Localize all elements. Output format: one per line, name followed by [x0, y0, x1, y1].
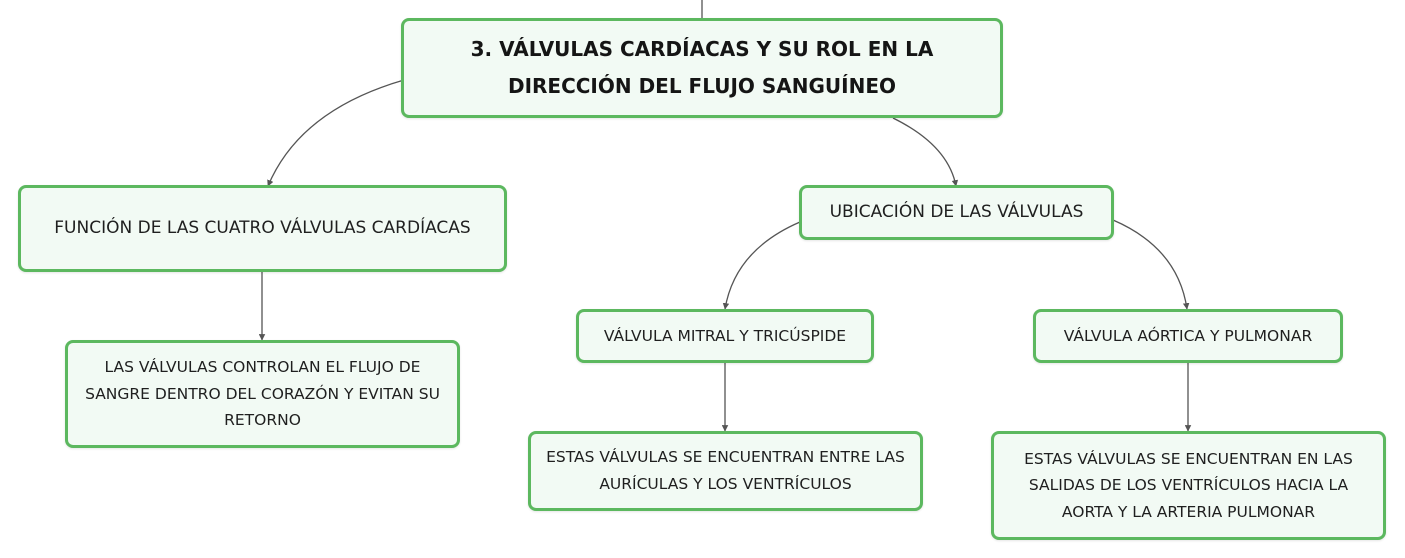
aortica-pulmonar-label: VÁLVULA AÓRTICA Y PULMONAR [1063, 326, 1313, 345]
ubicacion-topic-label: UBICACIÓN DE LAS VÁLVULAS [829, 201, 1084, 222]
aortica-pulmonar-detail-label: ESTAS VÁLVULAS SE ENCUENTRAN EN LAS SALI… [1024, 449, 1353, 521]
connector-ubicacion-mitral [722, 221, 801, 310]
mitral-tricuspide-label: VÁLVULA MITRAL Y TRICÚSPIDE [603, 326, 847, 345]
connector-root-funcion [267, 79, 405, 187]
connector-ubicacion-aortica [1112, 219, 1190, 310]
aortica-pulmonar-detail-node[interactable]: ESTAS VÁLVULAS SE ENCUENTRAN EN LAS SALI… [991, 431, 1386, 540]
funcion-topic-node[interactable]: FUNCIÓN DE LAS CUATRO VÁLVULAS CARDÍACAS [18, 185, 507, 272]
funcion-topic-label: FUNCIÓN DE LAS CUATRO VÁLVULAS CARDÍACAS [54, 217, 471, 238]
mitral-tricuspide-detail-label: ESTAS VÁLVULAS SE ENCUENTRAN ENTRE LAS A… [546, 448, 905, 493]
connector-root-ubicacion [892, 117, 959, 187]
funcion-detail-label: LAS VÁLVULAS CONTROLAN EL FLUJO DE SANGR… [85, 358, 440, 430]
funcion-detail-node[interactable]: LAS VÁLVULAS CONTROLAN EL FLUJO DE SANGR… [65, 340, 460, 448]
root-topic-node[interactable]: 3. VÁLVULAS CARDÍACAS Y SU ROL EN LA DIR… [401, 18, 1003, 118]
aortica-pulmonar-node[interactable]: VÁLVULA AÓRTICA Y PULMONAR [1033, 309, 1343, 363]
root-topic-label: 3. VÁLVULAS CARDÍACAS Y SU ROL EN LA DIR… [470, 37, 934, 98]
mitral-tricuspide-node[interactable]: VÁLVULA MITRAL Y TRICÚSPIDE [576, 309, 874, 363]
mitral-tricuspide-detail-node[interactable]: ESTAS VÁLVULAS SE ENCUENTRAN ENTRE LAS A… [528, 431, 923, 511]
ubicacion-topic-node[interactable]: UBICACIÓN DE LAS VÁLVULAS [799, 185, 1114, 240]
